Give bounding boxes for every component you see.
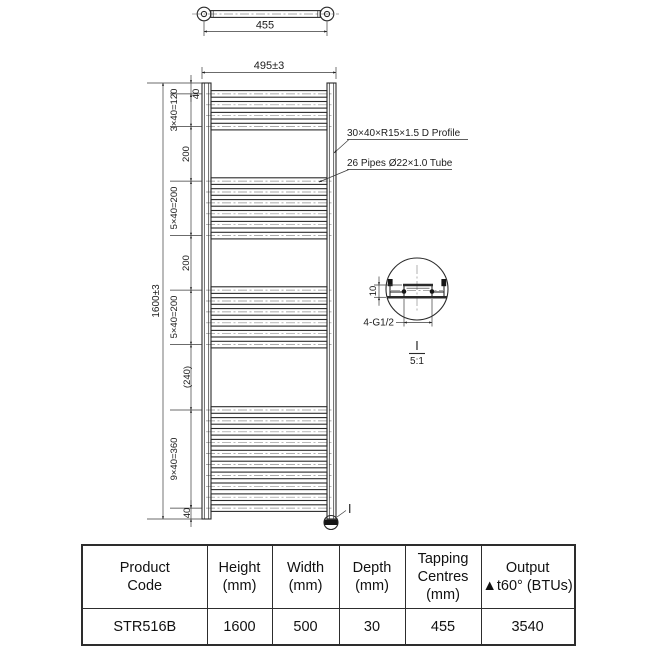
pipe-group bbox=[206, 90, 332, 512]
front-view: 495±3 40 3×40=120 200 5×40=200 200 5×40=… bbox=[147, 60, 468, 531]
detail-leader-line bbox=[336, 510, 347, 518]
cell-tapping-centres: 455 bbox=[404, 608, 482, 646]
dim-label-6: (240) bbox=[182, 366, 193, 388]
profile-note-label: 30×40×R15×1.5 D Profile bbox=[347, 128, 461, 139]
dim-label-7: 9×40=360 bbox=[169, 438, 180, 481]
element-detail: I bbox=[323, 502, 351, 531]
col-header-width: Width (mm) bbox=[271, 544, 340, 609]
col-header-output: Output ▲t60° (BTUs) bbox=[480, 544, 576, 609]
spec-table: Product Code Height (mm) Width (mm) Dept… bbox=[81, 544, 576, 646]
width-dim-label: 495±3 bbox=[254, 60, 285, 72]
pipes-leader-line bbox=[318, 169, 350, 183]
right-end-cap bbox=[319, 6, 335, 22]
right-rail bbox=[326, 82, 337, 520]
section-label: I bbox=[415, 339, 418, 353]
dim-label-0: 40 bbox=[191, 89, 202, 100]
spec-table-data-row: STR516B 1600 500 30 455 3540 bbox=[81, 608, 576, 646]
detail-circle bbox=[385, 257, 449, 321]
top-view: 455 bbox=[192, 6, 339, 36]
detail-view: 10 4-G1/2 I 5:1 bbox=[363, 257, 449, 367]
cell-output: 3540 bbox=[480, 608, 576, 646]
dim-label-4: 200 bbox=[181, 255, 192, 271]
pipes-annotation: 26 Pipes Ø22×1.0 Tube bbox=[318, 158, 453, 183]
o-ring-left bbox=[401, 289, 407, 294]
height-dim-label: 1600±3 bbox=[151, 284, 162, 318]
pipes-note-label: 26 Pipes Ø22×1.0 Tube bbox=[347, 158, 453, 169]
cell-depth: 30 bbox=[338, 608, 406, 646]
dim-label-1: 3×40=120 bbox=[169, 89, 180, 132]
boss-height-label: 10 bbox=[368, 286, 379, 297]
dim-label-2: 200 bbox=[181, 146, 192, 162]
dim-label-8: 40 bbox=[182, 508, 193, 519]
dim-label-3: 5×40=200 bbox=[169, 187, 180, 230]
technical-drawing: 455 495±3 40 3×40=120 200 5×40=200 200 5… bbox=[147, 6, 468, 531]
scale-label: 5:1 bbox=[410, 356, 424, 367]
cell-width: 500 bbox=[271, 608, 340, 646]
spec-table-header-row: Product Code Height (mm) Width (mm) Dept… bbox=[81, 544, 576, 609]
thread-note-label: 4-G1/2 bbox=[363, 318, 394, 329]
col-header-tapping-centres: Tapping Centres (mm) bbox=[404, 544, 482, 609]
col-header-height: Height (mm) bbox=[206, 544, 273, 609]
chain-dimensions bbox=[147, 75, 202, 527]
dim-label-5: 5×40=200 bbox=[169, 296, 180, 339]
col-header-product-code: Product Code bbox=[81, 544, 208, 609]
left-rail bbox=[201, 82, 212, 520]
element-boss bbox=[323, 514, 339, 531]
left-end-cap bbox=[196, 6, 212, 22]
tapping-dim-label: 455 bbox=[256, 20, 274, 32]
cell-product-code: STR516B bbox=[81, 608, 208, 646]
cell-height: 1600 bbox=[206, 608, 273, 646]
profile-leader-line bbox=[333, 139, 350, 154]
detail-marker-label: I bbox=[348, 502, 351, 516]
col-header-depth: Depth (mm) bbox=[338, 544, 406, 609]
profile-annotation: 30×40×R15×1.5 D Profile bbox=[333, 128, 468, 154]
o-ring-right bbox=[429, 289, 435, 294]
